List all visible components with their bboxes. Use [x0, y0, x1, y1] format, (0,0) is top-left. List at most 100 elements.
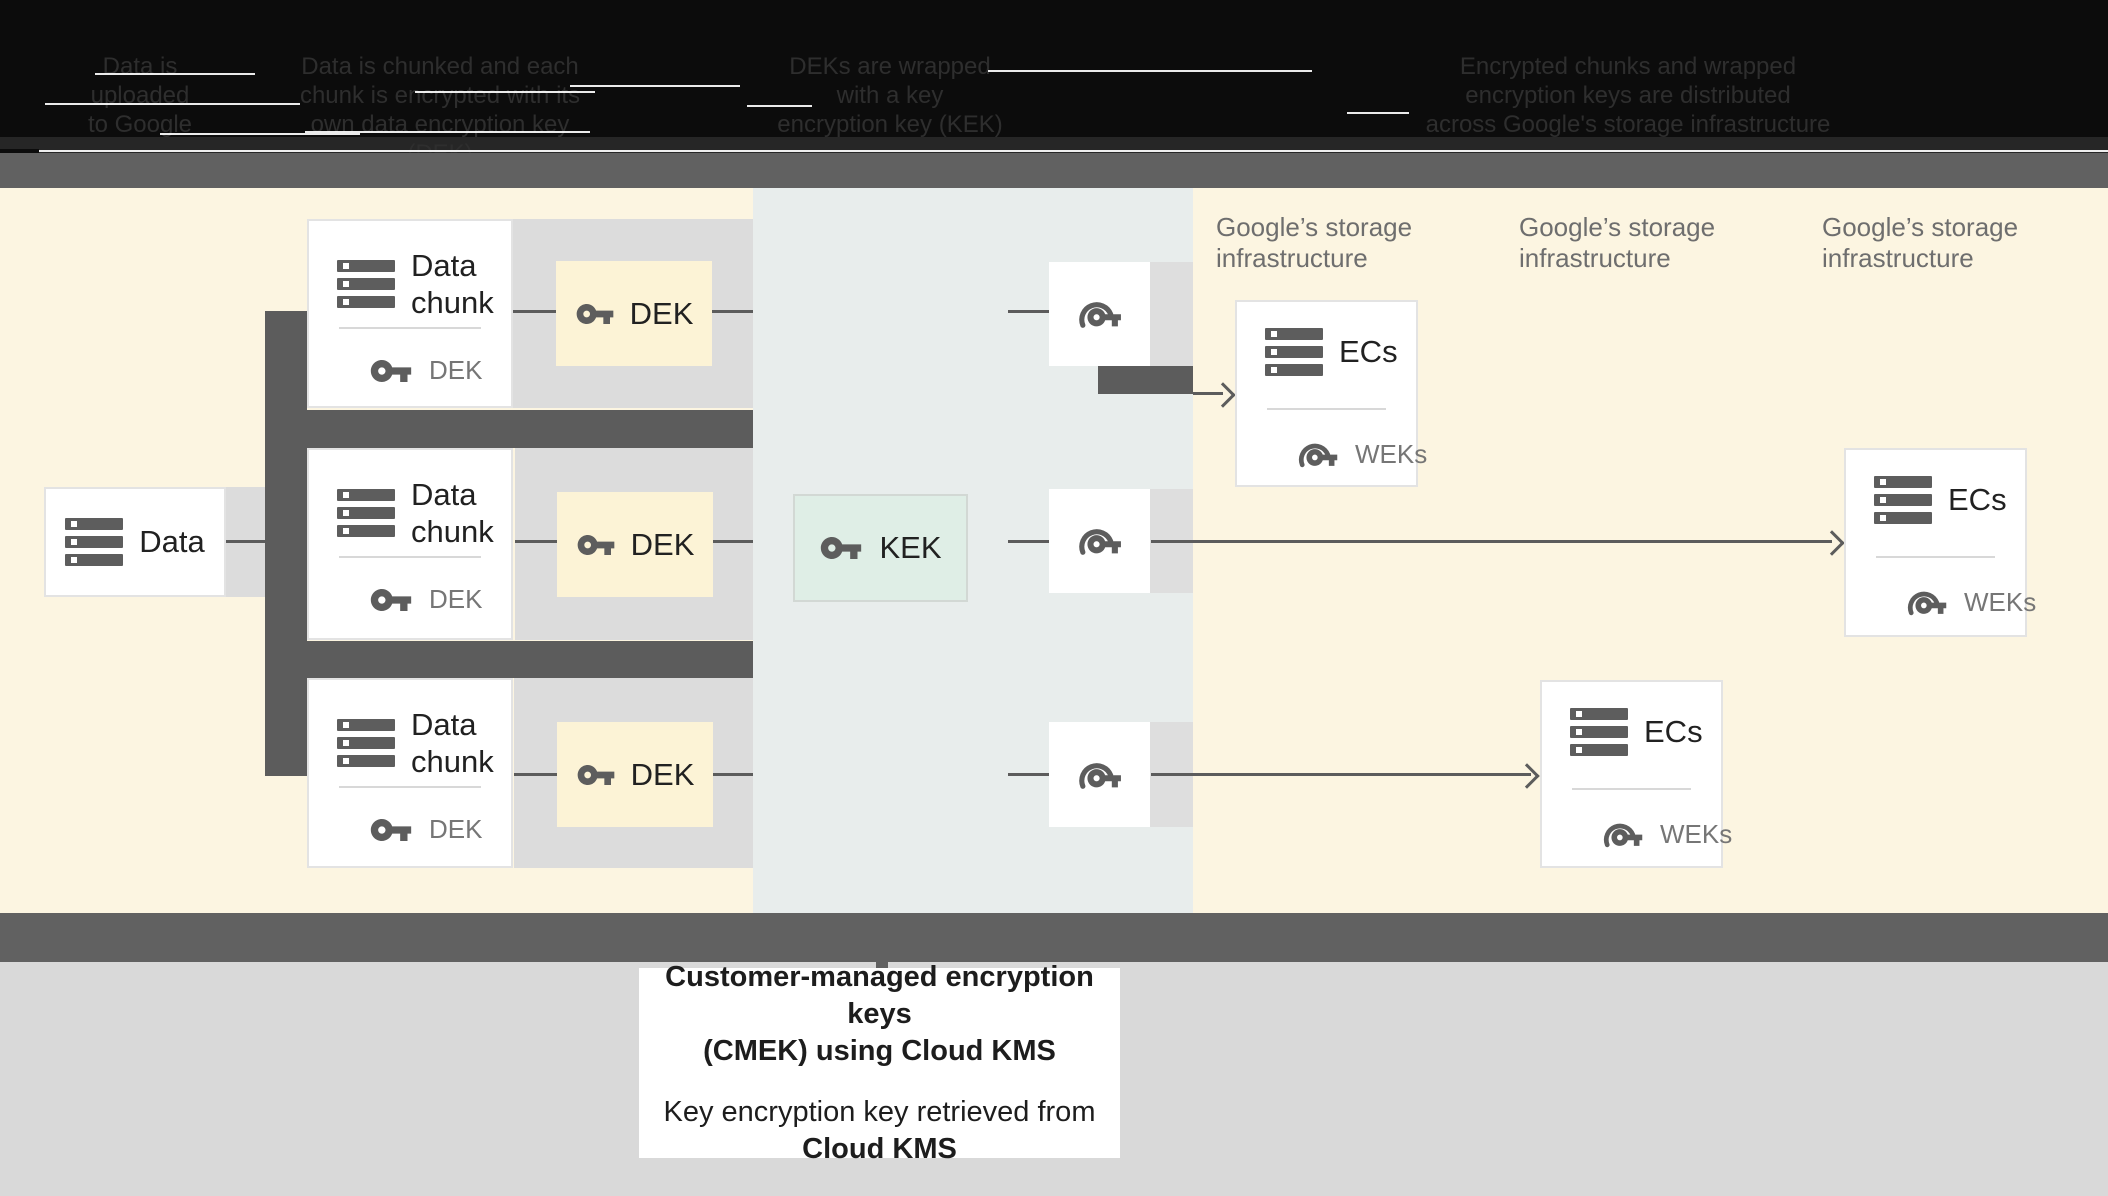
- link-line: [514, 773, 557, 776]
- legend-body-line: Key encryption key retrieved from: [663, 1095, 1096, 1128]
- legend-body: Key encryption key retrieved from Cloud …: [664, 1094, 1096, 1168]
- storage-label-line: infrastructure: [1519, 243, 1671, 273]
- header-band: [0, 0, 2108, 153]
- caption-line: with a key: [836, 82, 944, 109]
- chunk-key-row: DEK: [369, 584, 482, 615]
- card-divider: [339, 556, 481, 558]
- artifact-line: [160, 133, 360, 135]
- storage-stack-icon: [337, 260, 395, 308]
- dek-node: DEK: [557, 722, 713, 827]
- legend-box: Customer-managed encryption keys (CMEK) …: [639, 961, 1120, 1165]
- wrapped-key-icon: [1077, 294, 1123, 334]
- dek-label: DEK: [629, 295, 694, 331]
- key-icon: [576, 303, 613, 324]
- wrapped-key-icon: [1297, 436, 1339, 473]
- storage-infra-label: Google’s storage infrastructure: [1822, 212, 2052, 274]
- ecs-key-row: WEKs: [1297, 436, 1427, 473]
- artifact-line: [988, 70, 1312, 72]
- wrapped-key-node: [1049, 489, 1150, 593]
- top-divider-band: [0, 153, 2108, 188]
- wrapped-key-node: [1049, 262, 1150, 366]
- storage-infra-label: Google’s storage infrastructure: [1519, 212, 1749, 274]
- chunk-dek-label: DEK: [429, 584, 483, 614]
- storage-stack-icon: [65, 518, 124, 566]
- link-line: [711, 310, 753, 313]
- ecs-label: ECs: [1948, 482, 2007, 517]
- chunk-label: Data chunk: [411, 247, 494, 321]
- card-divider: [339, 786, 481, 788]
- card-divider: [1267, 408, 1386, 410]
- caption-line: across Google's storage infrastructure: [1425, 111, 1831, 138]
- dek-node: DEK: [556, 261, 712, 366]
- arrow-line: [1151, 540, 1832, 543]
- key-icon: [577, 764, 614, 785]
- weks-label: WEKs: [1660, 819, 1733, 849]
- chunk-label: Data chunk: [411, 476, 494, 550]
- weks-label: WEKs: [1355, 439, 1428, 469]
- header-corner-tab: [0, 149, 39, 155]
- link-line: [713, 773, 753, 776]
- wrapped-key-icon: [1602, 816, 1644, 853]
- chunk-key-row: DEK: [369, 814, 482, 845]
- storage-label-line: infrastructure: [1822, 243, 1974, 273]
- chunk-label-line: chunk: [411, 744, 494, 779]
- dek-label: DEK: [630, 756, 695, 792]
- caption-distribution: Encrypted chunks and wrapped encryption …: [1320, 52, 1936, 139]
- ecs-key-row: WEKs: [1602, 816, 1732, 853]
- wrapped-key-node: [1049, 722, 1150, 827]
- weks-label: WEKs: [1964, 587, 2037, 617]
- header-substrip: [0, 137, 2108, 153]
- arrow-line: [1193, 392, 1223, 395]
- artifact-line: [45, 103, 300, 105]
- artifact-line: [570, 85, 740, 87]
- bottom-divider-band: [0, 913, 2108, 962]
- link-line: [1008, 310, 1049, 313]
- chunk-label-line: chunk: [411, 514, 494, 549]
- artifact-line: [1347, 112, 1409, 114]
- ecs-card: ECs WEKs: [1540, 680, 1732, 868]
- key-icon: [577, 534, 614, 555]
- card-divider: [1572, 788, 1691, 790]
- wrapped-key-icon: [1077, 521, 1123, 561]
- chunk-dek-label: DEK: [429, 355, 483, 385]
- data-node: Data: [44, 487, 226, 597]
- storage-stack-icon: [1265, 328, 1323, 376]
- ecs-card: ECs WEKs: [1844, 448, 2036, 637]
- card-divider: [1876, 556, 1995, 558]
- storage-label-line: infrastructure: [1216, 243, 1368, 273]
- kek-label: KEK: [879, 530, 942, 565]
- chunk-dek-label: DEK: [429, 814, 483, 844]
- chunk-header: Data chunk: [337, 476, 494, 550]
- artifact-line: [747, 105, 812, 107]
- chunk-key-row: DEK: [369, 355, 482, 386]
- ecs-card: ECs WEKs: [1235, 300, 1427, 487]
- link-line: [1008, 773, 1049, 776]
- data-chunk-card: Data chunk DEK: [307, 448, 513, 640]
- data-chunk-card: Data chunk DEK: [307, 678, 513, 868]
- caption-line: DEKs are wrapped: [789, 53, 991, 80]
- data-label: Data: [139, 524, 205, 559]
- key-icon: [821, 537, 862, 559]
- caption-line: encryption key (KEK): [777, 111, 1003, 138]
- ecs-header: ECs: [1570, 708, 1703, 756]
- data-chunk-card: Data chunk DEK: [307, 219, 513, 408]
- storage-label-line: Google’s storage: [1519, 212, 1716, 242]
- key-icon: [370, 588, 412, 611]
- caption-line: chunk is encrypted with its: [299, 82, 581, 109]
- artifact-line: [39, 150, 2108, 152]
- split-band: [265, 641, 753, 678]
- caption-line: encryption keys are distributed: [1465, 82, 1791, 109]
- storage-label-line: Google’s storage: [1216, 212, 1413, 242]
- caption-line: Data is chunked and each: [301, 53, 579, 80]
- chunk-header: Data chunk: [337, 247, 494, 321]
- legend-title: Customer-managed encryption keys (CMEK) …: [639, 959, 1120, 1070]
- chunk-label-line: Data: [411, 248, 477, 283]
- caption-upload: Data is uploaded to Google: [40, 52, 240, 139]
- ecs-header: ECs: [1874, 476, 2007, 524]
- card-divider: [339, 327, 481, 329]
- ecs-header: ECs: [1265, 328, 1398, 376]
- caption-wrapping: DEKs are wrapped with a key encryption k…: [745, 52, 1035, 139]
- chunk-label-line: Data: [411, 477, 477, 512]
- storage-stack-icon: [1874, 476, 1932, 524]
- artifact-line: [415, 91, 595, 93]
